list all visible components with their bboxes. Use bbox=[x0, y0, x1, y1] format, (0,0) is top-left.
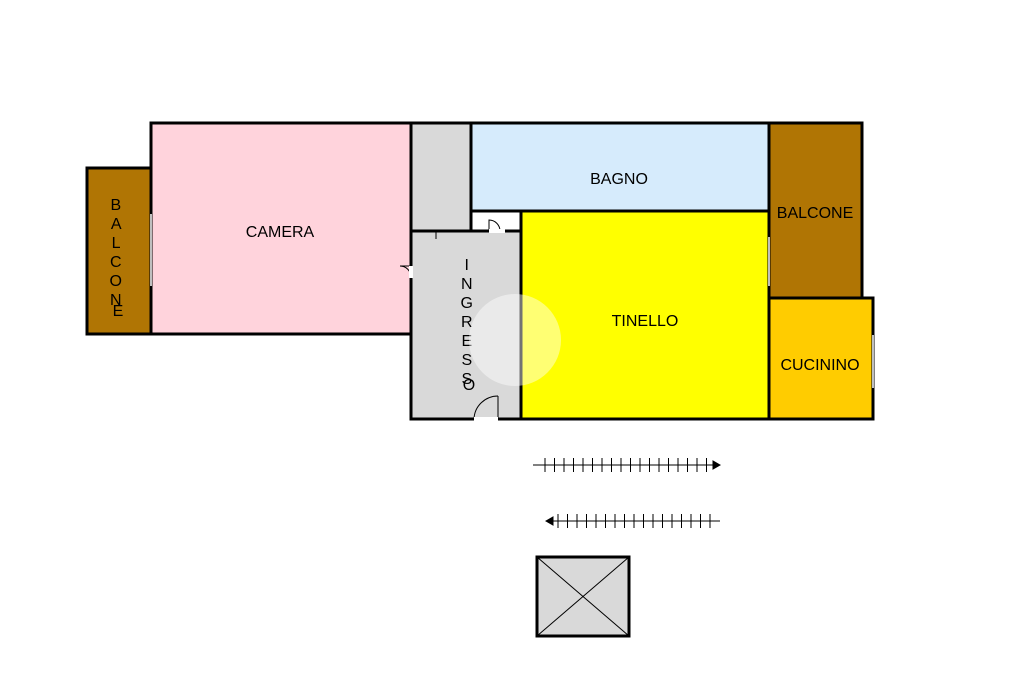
balcone-left-room bbox=[85, 166, 153, 336]
balcone-right-room bbox=[767, 121, 864, 300]
camera-label: CAMERA bbox=[246, 224, 315, 241]
corridor-room bbox=[409, 121, 473, 233]
door-openings bbox=[409, 229, 505, 421]
balcone-left-label: B A L C O N E bbox=[110, 197, 127, 320]
tinello-label: TINELLO bbox=[612, 313, 679, 330]
stair-arrow-right-icon bbox=[533, 458, 722, 472]
window-marks bbox=[150, 214, 874, 388]
bagno-room bbox=[469, 121, 771, 213]
cucinino-label: CUCININO bbox=[780, 357, 859, 374]
balcone-right-label: BALCONE bbox=[777, 205, 853, 222]
bagno-label: BAGNO bbox=[590, 171, 648, 188]
camera-room bbox=[149, 121, 413, 336]
stair-arrow-left-icon bbox=[544, 514, 720, 528]
cross-box-icon bbox=[535, 555, 631, 638]
ingresso-room bbox=[409, 229, 523, 421]
ingresso-label: I N G R E S S O bbox=[461, 257, 478, 394]
watermark-logo bbox=[469, 294, 561, 386]
